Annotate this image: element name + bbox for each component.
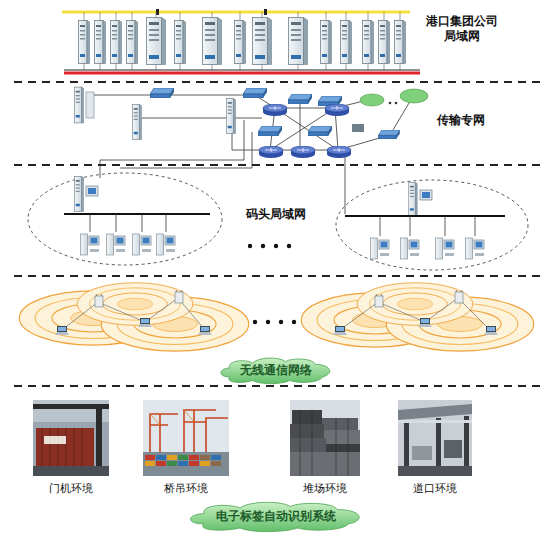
photo-node: 堆场环境	[280, 400, 370, 496]
photo-node: 道口环境	[390, 400, 480, 496]
layer-label: 传输专网	[426, 113, 496, 128]
layer-label: 码头局域网	[226, 207, 326, 222]
network-name: 无线通信网络	[240, 362, 312, 379]
photo-caption: 桥吊环境	[164, 481, 208, 496]
photo-caption: 门机环境	[49, 481, 93, 496]
photo-node: 门机环境	[26, 400, 116, 496]
photo-node: 桥吊环境	[140, 400, 232, 496]
photo-caption: 道口环境	[413, 481, 457, 496]
network-name: 电子标签自动识别系统	[216, 508, 336, 525]
photo-caption: 堆场环境	[303, 481, 347, 496]
layer-label: 港口集团公司 局域网	[420, 14, 504, 44]
cloud-node: 电子标签自动识别系统	[186, 500, 366, 532]
cloud-node: 无线通信网络	[218, 356, 334, 384]
